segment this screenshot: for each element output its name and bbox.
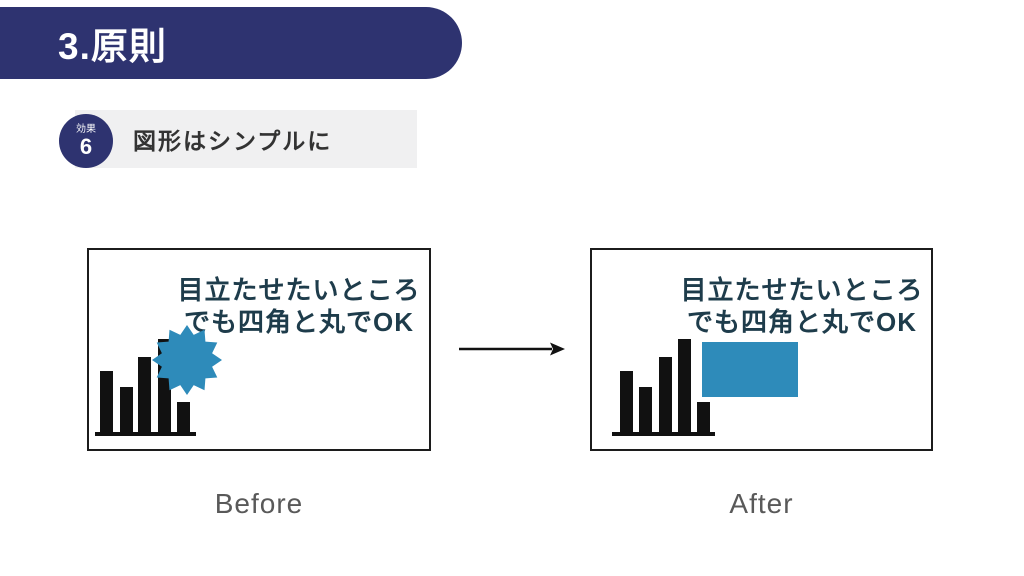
caption-line-1: 目立たせたいところ [680,275,924,305]
before-after-arrow [459,342,565,356]
effect-number-badge: 効果 6 [59,114,113,168]
chart-bar [678,339,691,433]
chart-bar [138,357,151,433]
chart-bar [620,371,633,433]
chart-bar [177,402,190,433]
after-panel: 目立たせたいところ でも四角と丸でOK [590,248,933,451]
chart-bar [100,371,113,433]
after-caption: 目立たせたいところ でも四角と丸でOK [677,274,927,338]
chart-baseline [612,432,715,436]
badge-label: 効果 [76,124,96,135]
before-panel: 目立たせたいところ でも四角と丸でOK [87,248,431,451]
caption-line-1: 目立たせたいところ [177,275,421,305]
arrow-head [550,342,565,356]
principle-header-bar: 図形はシンプルに [75,110,417,168]
starburst-shape [152,325,222,395]
chart-bar [659,357,672,433]
highlight-rectangle [702,342,798,397]
before-chart-graphic [95,325,222,436]
chart-bar [697,402,710,433]
after-chart-graphic [612,339,798,436]
principle-heading: 図形はシンプルに [133,128,333,154]
caption-line-2: でも四角と丸でOK [183,307,414,337]
slide-title: 3.原則 [58,26,167,67]
title-banner: 3.原則 [0,7,462,79]
badge-number: 6 [79,134,93,159]
before-label: Before [214,488,304,519]
caption-line-2: でも四角と丸でOK [686,307,917,337]
after-label: After [729,488,794,519]
chart-baseline [95,432,196,436]
chart-bar [120,387,133,433]
before-caption: 目立たせたいところ でも四角と丸でOK [174,274,424,338]
chart-bar [639,387,652,433]
